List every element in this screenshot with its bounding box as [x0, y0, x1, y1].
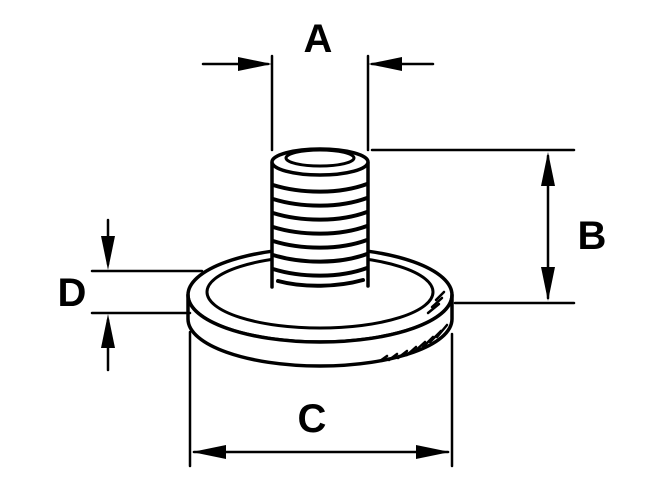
dim-c-arrowhead-left-icon: [192, 445, 226, 459]
thread-line: [271, 224, 369, 236]
thread-line: [271, 210, 369, 222]
thread-line: [271, 266, 369, 278]
dim-d-arrowhead-up-icon: [101, 314, 115, 348]
thread-line: [271, 182, 369, 194]
thread-line: [271, 238, 369, 250]
stud-top-chamfer: [284, 148, 356, 168]
thread-lines: [271, 182, 369, 288]
base-disc: [186, 246, 454, 368]
dim-d-label: D: [58, 271, 87, 315]
dim-a-label: A: [304, 17, 333, 61]
dim-b-label: B: [578, 214, 607, 258]
base-shading-hatch: [378, 290, 449, 363]
threaded-stud: [270, 147, 370, 289]
dim-c-arrowhead-right-icon: [416, 445, 450, 459]
thread-line: [271, 196, 369, 208]
thread-line: [271, 252, 369, 264]
dimension-a: A: [201, 17, 435, 152]
dimension-b: B: [370, 148, 607, 305]
dimension-c: C: [188, 330, 454, 468]
dim-c-label: C: [298, 397, 327, 441]
dim-b-arrowhead-up-icon: [541, 152, 555, 186]
base-side-wall: [186, 293, 454, 368]
dim-d-arrowhead-down-icon: [101, 236, 115, 270]
dim-b-arrowhead-down-icon: [541, 267, 555, 301]
dimension-d: D: [58, 218, 204, 372]
thread-line: [276, 278, 365, 288]
dim-a-arrowhead-right-icon: [368, 57, 402, 71]
dim-a-arrowhead-left-icon: [238, 57, 272, 71]
